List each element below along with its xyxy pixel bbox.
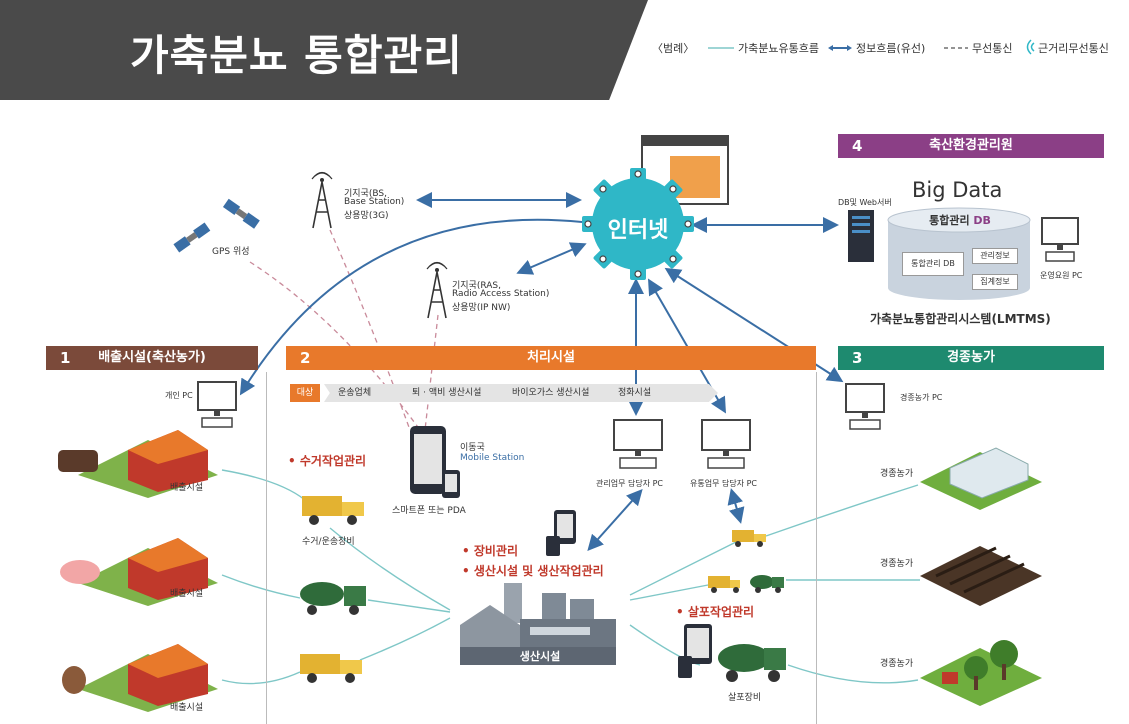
base-station-tower-icon: [311, 171, 333, 229]
section1-header: 1 배출시설(축산농가): [46, 346, 258, 370]
tab-biogas: 바이오가스 생산시설: [498, 384, 628, 402]
bs-label-3: 상용망(3G): [344, 211, 389, 221]
bs-label-1: 기지국(BS,: [344, 189, 387, 199]
facility1-label: 배출시설: [170, 483, 204, 493]
smartphone-icon: [410, 426, 460, 498]
ras-tower-icon: [426, 261, 448, 319]
production-task-label: • 생산시설 및 생산작업관리: [462, 564, 604, 578]
section1-number: 1: [60, 349, 71, 367]
personal-pc-label: 개인 PC: [165, 391, 193, 400]
greenhouse-farm-icon: [920, 447, 1042, 510]
legend-info-arrow-icon: [828, 45, 852, 51]
db-server-icon: [848, 210, 874, 262]
mgmt-pc-icon: [613, 419, 663, 469]
farm2-label: 경종농가: [880, 559, 914, 569]
collection-vehicle-label: 수거/운송장비: [302, 537, 355, 547]
section2-left-border: [266, 372, 267, 724]
smartphone-label: 스마트폰 또는 PDA: [392, 506, 466, 516]
small-truck-icon: [732, 530, 766, 547]
section3-header: 3 경종농가: [838, 346, 1104, 370]
gps-satellite-icon: [173, 198, 260, 253]
section2-number: 2: [300, 349, 311, 367]
legend-short-range-icon: [1026, 39, 1035, 55]
bs-label-2: Base Station): [344, 197, 405, 207]
farm1-label: 경종농가: [880, 469, 914, 479]
operator-pc-icon: [1041, 217, 1079, 262]
cattle-barn-icon: [58, 430, 218, 498]
section2-header: 2 처리시설: [286, 346, 816, 370]
facility3-label: 배출시설: [170, 703, 204, 713]
chicken-barn-icon: [62, 644, 218, 712]
section2-right-border: [816, 372, 817, 724]
production-facility-icon: [460, 583, 616, 665]
integrated-db-label: 통합관리 DB: [929, 214, 991, 227]
legend-info-wired: 정보흐름(유선): [856, 42, 926, 55]
mobile-station-label-2: Mobile Station: [460, 453, 525, 463]
farm3-label: 경종농가: [880, 659, 914, 669]
tablet-icon: [546, 510, 576, 556]
title-banner: [0, 0, 648, 100]
agg-info-box: 집계정보: [972, 274, 1018, 290]
production-facility-label: 생산시설: [519, 650, 561, 663]
system-name-label: 가축분뇨통합관리시스템(LMTMS): [870, 312, 1051, 326]
section3-number: 3: [852, 349, 863, 367]
collection-task-label: • 수거작업관리: [288, 454, 367, 468]
internet-gear-icon: [582, 168, 694, 280]
spreading-task-label: • 살포작업관리: [676, 605, 755, 619]
field-farm-icon: [920, 546, 1042, 606]
db-server-label: DB및 Web서버: [838, 198, 892, 207]
farm-pc-label: 경종농가 PC: [900, 393, 943, 402]
section4-header: 4 축산환경관리원: [838, 134, 1104, 158]
equipment-task-label: • 장비관리: [462, 544, 519, 558]
section4-title: 축산환경관리원: [929, 138, 1013, 153]
internet-label: 인터넷: [607, 218, 669, 243]
legend-manure-flow: 가축분뇨유통흐름: [738, 42, 819, 55]
legend-wireless-dash-icon: [944, 47, 968, 49]
section1-title: 배출시설(축산농가): [98, 350, 206, 365]
small-vehicles-icon: [708, 575, 784, 593]
spreading-equipment-label: 살포장비: [728, 693, 762, 703]
tab-transport: 운송업체: [324, 384, 422, 402]
mgmt-info-box: 관리정보: [972, 248, 1018, 264]
pig-barn-icon: [60, 538, 218, 606]
spreading-equipment-icon: [678, 624, 786, 682]
collection-truck-icon: [302, 496, 364, 525]
tanker-truck-icon: [300, 582, 366, 615]
big-data-label: Big Data: [912, 178, 1003, 202]
transport-truck-icon: [300, 654, 362, 683]
dist-pc-label: 유통업무 담당자 PC: [690, 479, 758, 488]
farm-pc-icon: [845, 383, 885, 430]
section2-title: 처리시설: [527, 350, 575, 365]
ras-label-1: 기지국(RAS,: [452, 281, 501, 291]
mgmt-pc-label: 관리업무 담당자 PC: [596, 479, 664, 488]
dist-pc-icon: [701, 419, 751, 469]
inner-db-box: 통합관리 DB: [902, 252, 964, 276]
gps-label: GPS 위성: [212, 247, 250, 257]
orchard-farm-icon: [920, 640, 1042, 706]
personal-pc-icon: [197, 381, 237, 428]
tab-purification: 정화시설: [604, 384, 718, 402]
page-title: 가축분뇨 통합관리: [130, 31, 463, 80]
legend-short-range: 근거리무선통신: [1038, 42, 1109, 55]
mobile-station-label-1: 이동국: [460, 443, 485, 453]
operator-pc-label: 운영요원 PC: [1040, 271, 1083, 280]
ras-label-2: Radio Access Station): [452, 289, 550, 299]
legend-wireless: 무선통신: [972, 42, 1013, 55]
ras-label-3: 상용망(IP NW): [452, 303, 511, 313]
tab-compost: 퇴 · 액비 생산시설: [398, 384, 522, 402]
legend-header: 〈범례〉: [652, 42, 695, 55]
section4-number: 4: [852, 137, 863, 155]
legend-manure-line-icon: [708, 47, 734, 49]
section3-title: 경종농가: [947, 350, 995, 365]
facility2-label: 배출시설: [170, 589, 204, 599]
tab-target: 대상: [290, 384, 320, 402]
